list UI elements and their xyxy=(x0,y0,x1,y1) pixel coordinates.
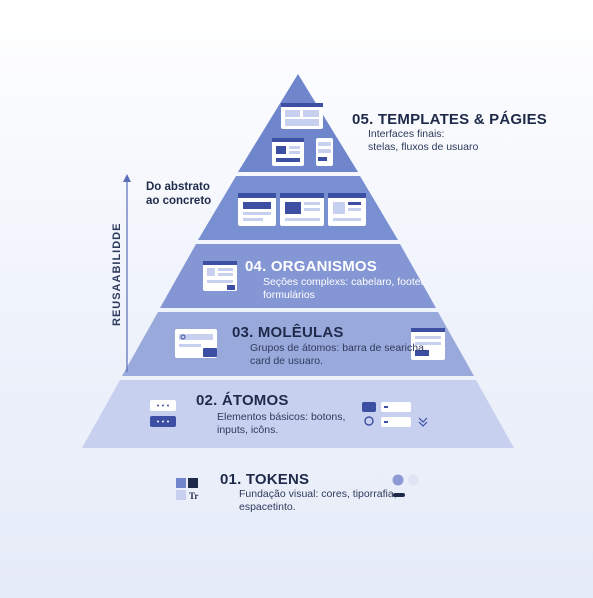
browser-window-icon-2 xyxy=(280,193,324,226)
button-icon xyxy=(150,400,176,427)
tier-04-title: 04. ORGANISMOS xyxy=(245,258,377,275)
search-bar-icon xyxy=(175,329,217,358)
tier-05-title: 05. TEMPLATES & PÁGIES xyxy=(352,111,547,128)
chevron-down-icon xyxy=(418,417,428,427)
organism-card-icon xyxy=(203,261,237,291)
tier-03-description: Grupos de átomos: barra de searicha, car… xyxy=(250,342,427,367)
tier-03-band xyxy=(122,312,474,376)
tier-03-title: 03. MOLÊULAS xyxy=(232,324,344,341)
svg-text:Tr: Tr xyxy=(189,491,198,501)
mobile-template-icon xyxy=(316,138,333,166)
tier-02-description: Elementos básicos: botons, inputs, icôns… xyxy=(217,411,346,436)
tier-02-band xyxy=(82,380,514,448)
tier-01-title: 01. TOKENS xyxy=(220,471,310,488)
user-card-icon xyxy=(411,328,445,360)
direction-note: Do abstrato ao concreto xyxy=(146,181,212,207)
pin-icon xyxy=(364,416,411,427)
toggle-icon xyxy=(362,402,411,412)
browser-window-icon-3 xyxy=(328,193,366,226)
axis-label: REUSAABILIDDE xyxy=(111,222,123,326)
tier-01-description: Fundação visual: cores, tiporrafia, espa… xyxy=(239,488,397,513)
browser-window-icon xyxy=(238,193,276,226)
axis-arrow-icon xyxy=(123,174,131,182)
wireframe-icon xyxy=(281,103,323,129)
tier-02-title: 02. ÁTOMOS xyxy=(196,392,289,409)
tier-04-description: Seções complexs: cabelaro, footer, formu… xyxy=(263,276,427,301)
page-template-icon xyxy=(272,138,304,166)
tier-05-description: Interfaces finais: stelas, fluxos de usu… xyxy=(368,128,479,153)
tier-04-band xyxy=(160,244,436,308)
color-swatch-icon: Tr xyxy=(176,478,198,501)
avatar-token-icon xyxy=(392,474,419,497)
